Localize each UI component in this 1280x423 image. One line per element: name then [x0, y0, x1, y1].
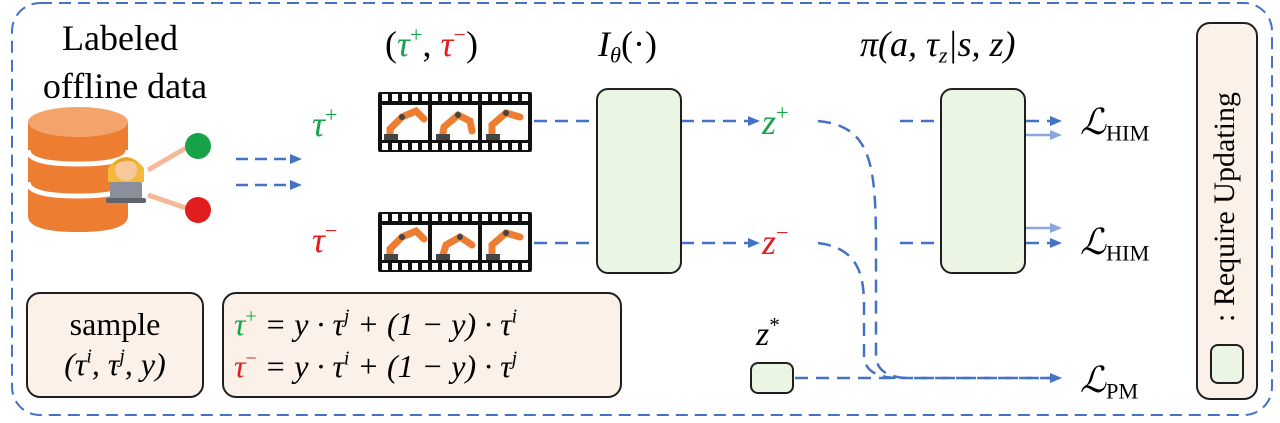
formula-positive: τ+ = y · τj + (1 − y) · τi — [234, 305, 518, 342]
loss-pm: ℒPM — [1080, 360, 1139, 404]
tau-minus-label: τ− — [312, 218, 338, 260]
robot-arm-icon — [382, 105, 428, 140]
z-star-label: z* — [756, 312, 780, 353]
database-icon — [25, 107, 131, 232]
sample-label: sample — [69, 306, 161, 342]
split-line-top — [146, 145, 188, 173]
input-arrows — [236, 154, 302, 190]
formula-negative: τ− = y · τi + (1 − y) · τj — [234, 347, 518, 384]
robot-arm-icon — [482, 105, 528, 140]
person-with-laptop-icon — [106, 157, 146, 203]
z-plus-label: z+ — [762, 100, 789, 142]
negative-dot — [185, 197, 211, 223]
source-title-line1: Labeled — [62, 18, 178, 58]
film-strip-positive — [378, 92, 532, 152]
z-star-block — [750, 362, 794, 394]
tau-plus-label: τ+ — [312, 102, 338, 144]
outer-dashed-frame — [11, 2, 1273, 416]
robot-arm-icon — [432, 225, 478, 260]
split-line-bottom — [147, 192, 187, 211]
formula-box: τ+ = y · τj + (1 − y) · τi τ− = y · τi +… — [222, 292, 622, 398]
encoder-block — [596, 88, 682, 274]
z-minus-label: z− — [762, 220, 789, 262]
legend-box: : Require Updating — [1196, 22, 1258, 400]
policy-label: π(a, τz|s, z) — [860, 24, 1016, 68]
pm-curves — [795, 119, 1050, 380]
positive-dot — [185, 133, 211, 159]
encoder-label: Iθ(·) — [598, 24, 657, 68]
trajectory-pair-label: (τ+, τ−) — [385, 22, 478, 64]
sample-tuple: (τi, τj, y) — [64, 345, 166, 382]
legend-text: : Require Updating — [1208, 92, 1241, 322]
robot-arm-icon — [482, 225, 528, 260]
sample-box: sample (τi, τj, y) — [26, 292, 204, 398]
robot-arm-icon — [432, 105, 478, 140]
loss-him-top: ℒHIM — [1080, 102, 1150, 146]
loss-him-bottom: ℒHIM — [1080, 222, 1150, 266]
source-title-line2: offline data — [42, 66, 208, 106]
pm-arrowhead — [1050, 373, 1062, 383]
film-strip-negative — [378, 212, 532, 272]
robot-arm-icon — [382, 225, 428, 260]
legend-swatch — [1210, 344, 1244, 384]
policy-block — [940, 88, 1026, 274]
